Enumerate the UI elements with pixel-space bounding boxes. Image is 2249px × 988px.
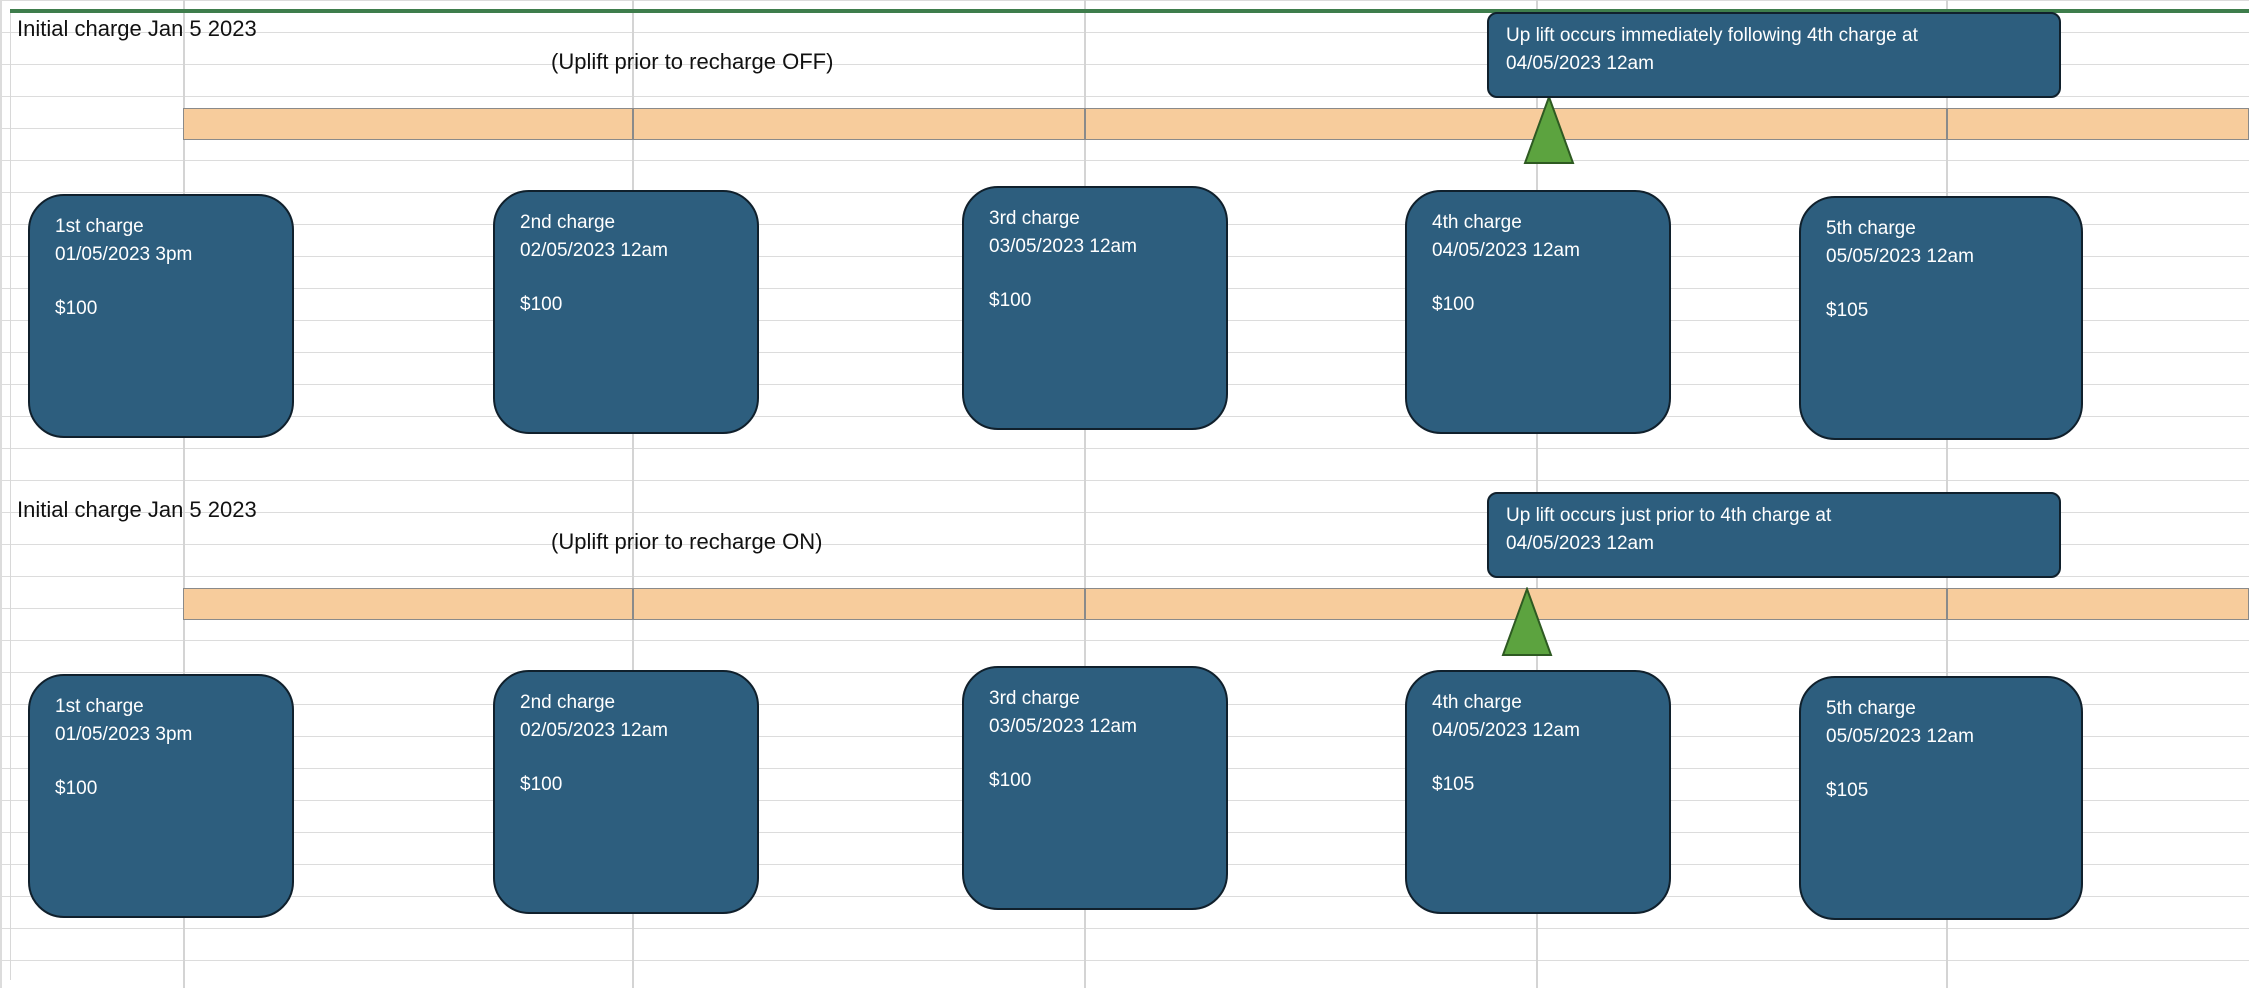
note-line-1: Up lift occurs immediately following 4th… (1506, 25, 1918, 46)
note-line-2: 04/05/2023 12am (1506, 53, 1654, 74)
charge-label: 5th charge (1826, 218, 1916, 239)
charge-date: 03/05/2023 12am (989, 236, 1137, 257)
uplift-note-box[interactable]: Up lift occurs immediately following 4th… (1487, 12, 2061, 98)
section-heading: Initial charge Jan 5 2023 (17, 497, 257, 522)
timeline-band (183, 108, 2249, 140)
section-subtitle: (Uplift prior to recharge OFF) (551, 49, 834, 74)
charge-label: 4th charge (1432, 212, 1522, 233)
charge-box-4[interactable]: 4th charge 04/05/2023 12am $105 (1405, 670, 1671, 914)
note-line-2: 04/05/2023 12am (1506, 533, 1654, 554)
selected-range-border (10, 9, 2249, 13)
charge-amount: $100 (520, 294, 563, 315)
charge-label: 1st charge (55, 696, 144, 717)
charge-box-1[interactable]: 1st charge 01/05/2023 3pm $100 (28, 674, 294, 918)
charge-label: 3rd charge (989, 688, 1080, 709)
charge-amount: $100 (520, 774, 563, 795)
charge-date: 03/05/2023 12am (989, 716, 1137, 737)
charge-date: 02/05/2023 12am (520, 240, 668, 261)
grid-column-line (183, 0, 185, 988)
charge-date: 01/05/2023 3pm (55, 724, 193, 745)
charge-label: 1st charge (55, 216, 144, 237)
charge-date: 04/05/2023 12am (1432, 240, 1580, 261)
charge-label: 4th charge (1432, 692, 1522, 713)
uplift-marker-triangle (1523, 95, 1575, 164)
charge-label: 2nd charge (520, 692, 616, 713)
uplift-marker-triangle (1501, 587, 1553, 656)
charge-amount: $100 (1432, 294, 1475, 315)
charge-label: 3rd charge (989, 208, 1080, 229)
grid-column-line (1084, 0, 1086, 988)
charge-box-5[interactable]: 5th charge 05/05/2023 12am $105 (1799, 196, 2083, 440)
charge-amount: $100 (55, 298, 98, 319)
charge-box-3[interactable]: 3rd charge 03/05/2023 12am $100 (962, 186, 1228, 430)
charge-box-3[interactable]: 3rd charge 03/05/2023 12am $100 (962, 666, 1228, 910)
uplift-note-box[interactable]: Up lift occurs just prior to 4th charge … (1487, 492, 2061, 578)
charge-amount: $100 (55, 778, 98, 799)
charge-date: 04/05/2023 12am (1432, 720, 1580, 741)
note-line-1: Up lift occurs just prior to 4th charge … (1506, 505, 1832, 526)
charge-date: 05/05/2023 12am (1826, 726, 1974, 747)
sheet-frame (10, 9, 2249, 980)
charge-amount: $100 (989, 290, 1032, 311)
charge-amount: $100 (989, 770, 1032, 791)
charge-box-1[interactable]: 1st charge 01/05/2023 3pm $100 (28, 194, 294, 438)
timeline-band (183, 588, 2249, 620)
charge-date: 05/05/2023 12am (1826, 246, 1974, 267)
charge-amount: $105 (1826, 780, 1869, 801)
charge-box-4[interactable]: 4th charge 04/05/2023 12am $100 (1405, 190, 1671, 434)
charge-amount: $105 (1432, 774, 1475, 795)
charge-label: 5th charge (1826, 698, 1916, 719)
charge-box-2[interactable]: 2nd charge 02/05/2023 12am $100 (493, 670, 759, 914)
charge-box-2[interactable]: 2nd charge 02/05/2023 12am $100 (493, 190, 759, 434)
charge-amount: $105 (1826, 300, 1869, 321)
charge-date: 02/05/2023 12am (520, 720, 668, 741)
grid-column-line (632, 0, 634, 988)
charge-date: 01/05/2023 3pm (55, 244, 193, 265)
charge-box-5[interactable]: 5th charge 05/05/2023 12am $105 (1799, 676, 2083, 920)
section-heading: Initial charge Jan 5 2023 (17, 16, 257, 41)
section-subtitle: (Uplift prior to recharge ON) (551, 529, 823, 554)
charge-label: 2nd charge (520, 212, 616, 233)
